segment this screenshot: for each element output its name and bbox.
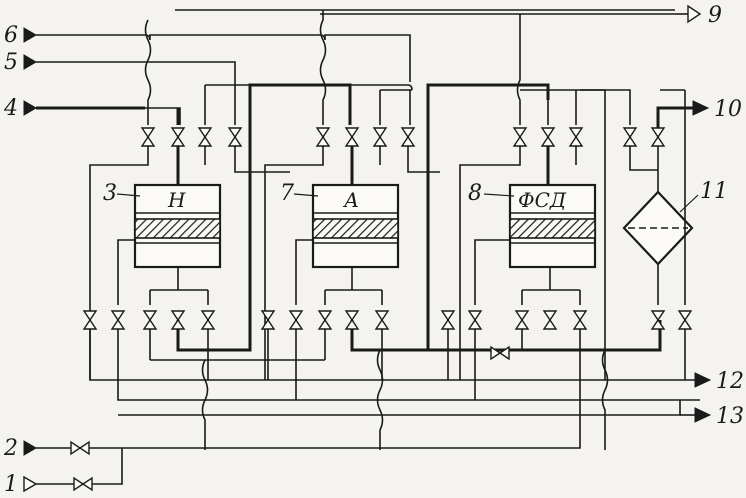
input-5-number: 5: [4, 50, 18, 75]
filter-11-number: 11: [700, 179, 728, 204]
bottom-collectors: [89, 300, 712, 450]
vessel-7-number: 7: [280, 181, 294, 206]
output-line-9: [175, 4, 702, 24]
output-12-number: 12: [716, 369, 744, 394]
vessel-3-top-valves: [89, 127, 290, 380]
stream-labels: 6 5 4 2 1 9 10 12 13: [3, 3, 744, 497]
input-6-number: 6: [4, 23, 18, 48]
vertical-risers: [144, 10, 521, 125]
vessel-7-resin-bed: [312, 218, 399, 239]
output-9-number: 9: [708, 3, 722, 28]
input-1-number: 1: [4, 472, 18, 497]
vessel-7-label: А: [342, 188, 359, 212]
output-10-number: 10: [714, 97, 742, 122]
bottom-inlets: [23, 380, 581, 493]
vessel-8-label: ФСД: [518, 188, 567, 212]
bottom-valves: [83, 310, 692, 360]
input-lines: [23, 27, 413, 125]
transfer-lines: [176, 83, 662, 352]
vessel-8: ФСД 8: [468, 181, 597, 305]
vessel-8-number: 8: [468, 181, 482, 206]
output-13-number: 13: [716, 404, 744, 429]
vessel-7: А 7: [280, 181, 400, 305]
input-4-number: 4: [3, 96, 18, 121]
vessel-3-label: Н: [167, 188, 186, 212]
filter-11: 11: [622, 89, 728, 305]
vessel-8-resin-bed: [509, 218, 596, 239]
vessel-3-number: 3: [103, 181, 117, 206]
input-2-number: 2: [3, 436, 18, 461]
vessel-3-resin-bed: [134, 218, 221, 239]
vessel-3: Н 3: [103, 181, 222, 305]
